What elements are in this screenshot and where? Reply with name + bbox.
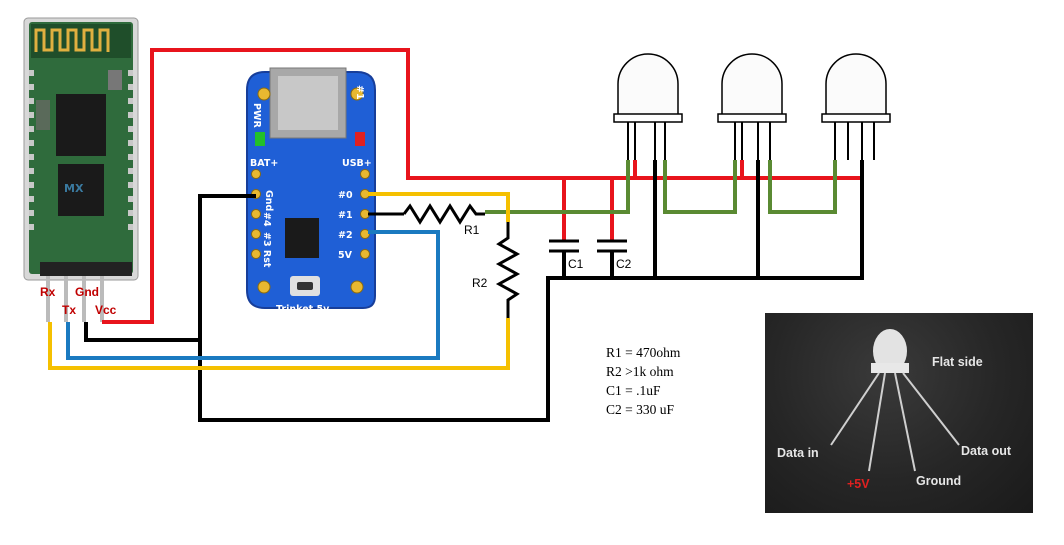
ground-label: Ground bbox=[916, 474, 962, 488]
note-c1: C1 = .1uF bbox=[606, 383, 661, 398]
wire-data-in bbox=[485, 160, 630, 214]
r2-label: R2 bbox=[472, 276, 488, 290]
plus5v-label: +5V bbox=[847, 477, 870, 491]
trinket-name: Trinket 5v bbox=[276, 304, 330, 315]
wire-data-led1-led2 bbox=[663, 160, 737, 214]
wire-tx bbox=[66, 230, 440, 360]
bluetooth-module: MX bbox=[23, 17, 139, 322]
pin-label-rx: Rx bbox=[40, 285, 56, 299]
note-c2: C2 = 330 uF bbox=[606, 402, 675, 417]
flat-side-label: Flat side bbox=[932, 355, 983, 369]
svg-text:MX: MX bbox=[64, 182, 84, 195]
led-pinout-drawing bbox=[830, 329, 960, 472]
led-2 bbox=[717, 53, 787, 160]
c1-label: C1 bbox=[568, 257, 584, 271]
capacitor-c1 bbox=[549, 239, 579, 253]
capacitor-c2 bbox=[597, 239, 627, 253]
wire-rx bbox=[48, 318, 510, 370]
r1-label: R1 bbox=[464, 223, 480, 237]
led-3 bbox=[821, 53, 891, 160]
wire-rx-trinket bbox=[368, 192, 510, 222]
data-in-label: Data in bbox=[777, 446, 819, 460]
pin-label-gnd: Gnd bbox=[75, 285, 99, 299]
data-out-label: Data out bbox=[961, 444, 1011, 458]
led-1 bbox=[613, 53, 683, 160]
note-r2: R2 >1k ohm bbox=[606, 364, 674, 379]
trinket-usb-label: USB+ bbox=[342, 158, 372, 169]
trinket-bat-label: BAT+ bbox=[250, 158, 278, 169]
trinket-pin3-label: #3 Rst bbox=[261, 232, 272, 268]
wire-data-led2-led3 bbox=[768, 160, 837, 214]
wire-ground-bat bbox=[198, 194, 256, 340]
note-r1: R1 = 470ohm bbox=[606, 345, 681, 360]
component-values: R1 = 470ohm R2 >1k ohm C1 = .1uF C2 = 33… bbox=[606, 343, 680, 419]
trinket-pin2-label: #2 bbox=[338, 230, 353, 241]
trinket-pin1-right-label: #1 bbox=[338, 210, 353, 221]
led-pinout-photo: Flat side Data in +5V Ground Data out bbox=[765, 313, 1033, 513]
trinket-pin1-label: #1 bbox=[354, 85, 365, 100]
trinket-pin0-label: #0 bbox=[338, 190, 353, 201]
trinket-pwr-label: PWR bbox=[251, 103, 262, 128]
wires bbox=[48, 48, 864, 422]
resistor-r1 bbox=[402, 203, 485, 225]
resistor-r2 bbox=[495, 222, 521, 318]
trinket-gnd-label: Gnd bbox=[263, 190, 274, 211]
pin-label-tx: Tx bbox=[62, 303, 76, 317]
c2-label: C2 bbox=[616, 257, 632, 271]
trinket-board: PWR #1 BAT+ Gnd #4 #3 Rst USB+ #0 #1 #2 … bbox=[246, 67, 376, 315]
wire-ground-trinket bbox=[84, 160, 864, 422]
pin-label-vcc: Vcc bbox=[95, 303, 117, 317]
trinket-5v-label: 5V bbox=[338, 250, 353, 261]
trinket-pin4-label: #4 bbox=[261, 212, 272, 227]
